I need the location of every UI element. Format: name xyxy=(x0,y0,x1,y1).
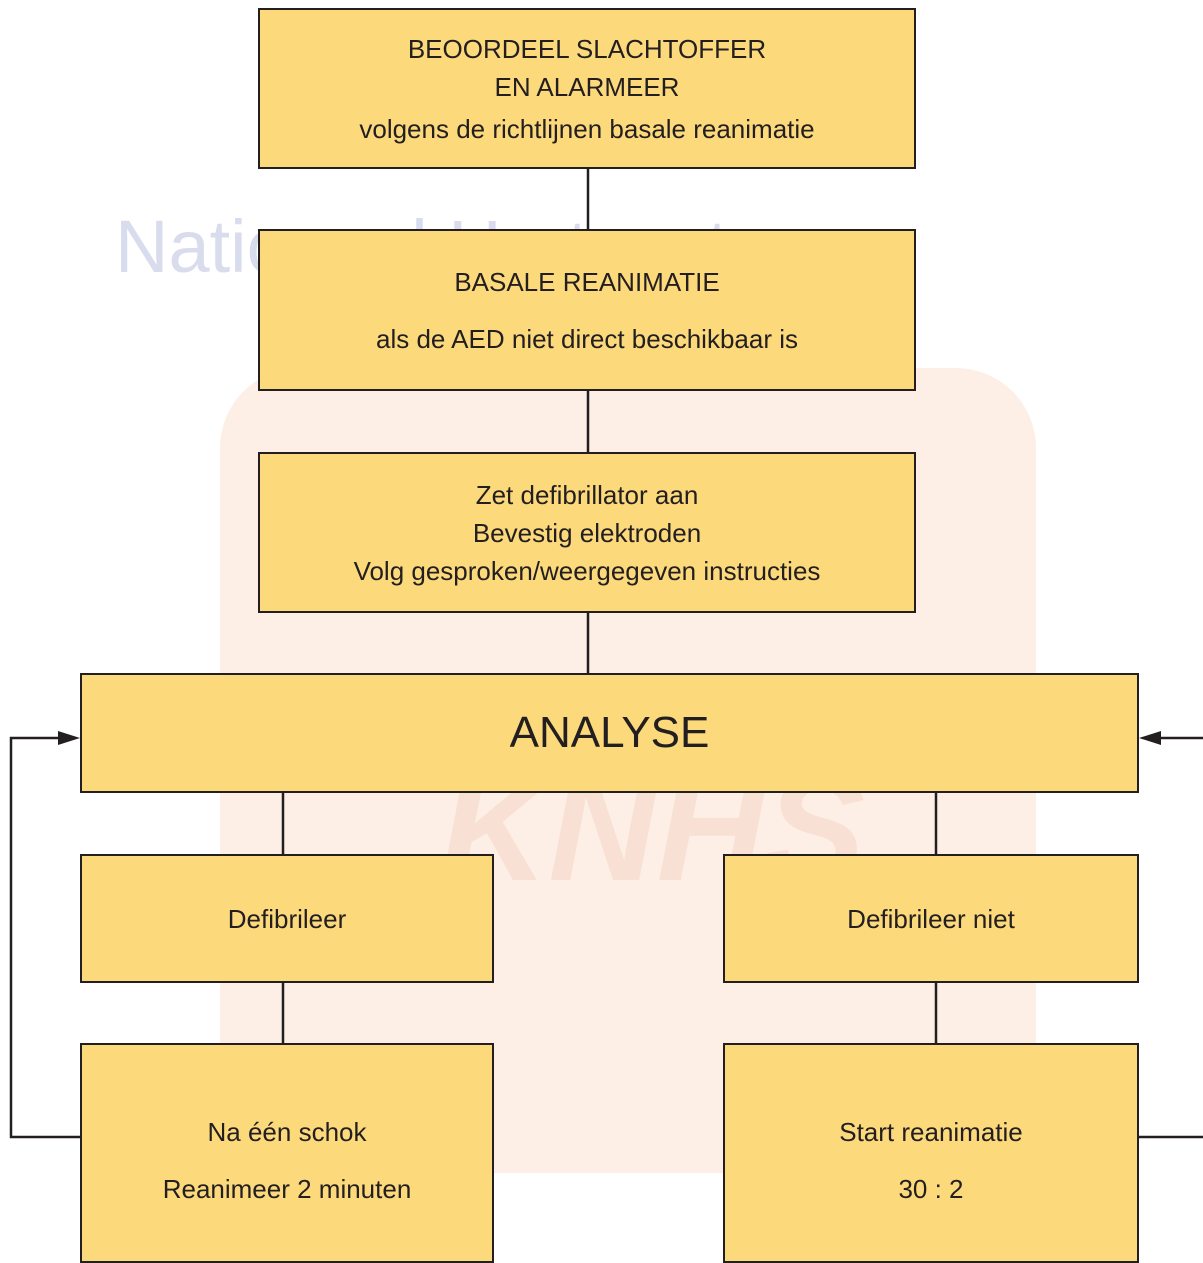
defib-on-line3: Volg gesproken/weergegeven instructies xyxy=(353,555,821,586)
assess-line3: volgens de richtlijnen basale reanimatie xyxy=(359,113,815,144)
analyse-label: ANALYSE xyxy=(509,708,710,757)
defib-on-line2: Bevestig elektroden xyxy=(472,517,702,548)
start-cpr-line2: 30 : 2 xyxy=(898,1174,964,1204)
basic-line1: BASALE REANIMATIE xyxy=(454,266,720,297)
basic-line2: als de AED niet direct beschikbaar is xyxy=(376,323,798,354)
after-shock-line2: Reanimeer 2 minuten xyxy=(162,1174,412,1204)
defib-on-line1: Zet defibrillator aan xyxy=(475,479,699,510)
defibrillate-label: Defibrileer xyxy=(227,903,347,934)
arrowhead-left xyxy=(58,731,80,745)
arrowhead-right xyxy=(1139,731,1161,745)
no-defibrillate-box: Defibrileer niet xyxy=(723,854,1139,983)
start-cpr-line1: Start reanimatie xyxy=(839,1117,1023,1147)
assess-box: BEOORDEEL SLACHTOFFER EN ALARMEER volgen… xyxy=(258,8,916,169)
defibrillator-on-box: Zet defibrillator aan Bevestig elektrode… xyxy=(258,452,916,613)
loop-arrow-left xyxy=(9,736,81,1139)
defibrillate-box: Defibrileer xyxy=(80,854,494,983)
assess-line2: EN ALARMEER xyxy=(494,71,680,102)
after-shock-line1: Na één schok xyxy=(207,1117,367,1147)
no-defibrillate-label: Defibrileer niet xyxy=(847,903,1015,934)
start-cpr-box: Start reanimatie 30 : 2 xyxy=(723,1043,1139,1263)
basic-cpr-box: BASALE REANIMATIE als de AED niet direct… xyxy=(258,229,916,391)
analyse-box: ANALYSE xyxy=(80,673,1139,793)
assess-line1: BEOORDEEL SLACHTOFFER xyxy=(407,33,767,64)
after-shock-box: Na één schok Reanimeer 2 minuten xyxy=(80,1043,494,1263)
